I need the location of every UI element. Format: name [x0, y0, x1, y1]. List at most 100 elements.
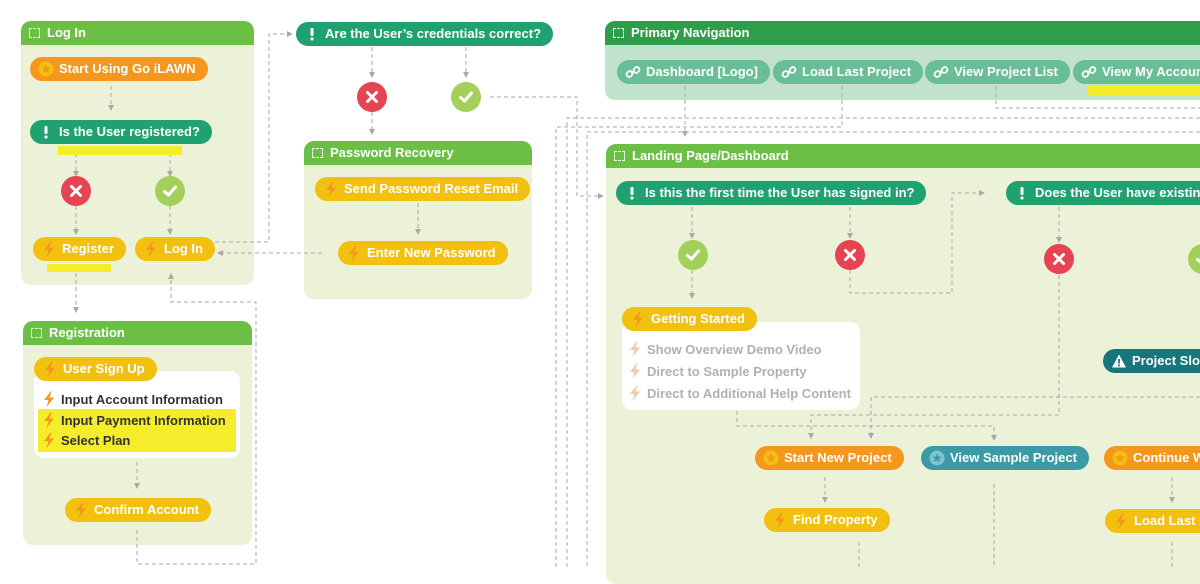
x-icon	[70, 185, 82, 197]
star-icon	[1112, 450, 1128, 466]
bolt-icon	[42, 391, 56, 407]
globe-icon	[929, 450, 945, 466]
link-icon	[781, 64, 797, 80]
no-branch[interactable]	[1044, 244, 1074, 274]
getting-started-label: Getting Started	[651, 311, 745, 326]
yes-branch[interactable]	[451, 82, 481, 112]
credentials-decision-label: Are the User’s credentials correct?	[325, 26, 542, 41]
view-sample-project-label: View Sample Project	[950, 450, 1077, 465]
link-icon	[933, 64, 949, 80]
bolt-icon	[628, 385, 642, 401]
enter-new-password-action[interactable]: Enter New Password	[338, 241, 508, 265]
nav-view-list-link[interactable]: View Project List	[925, 60, 1070, 84]
yes-branch[interactable]	[1188, 244, 1200, 274]
highlight-block	[38, 409, 236, 452]
direct-sample-item[interactable]: Direct to Sample Property	[628, 363, 807, 379]
existing-decision-label: Does the User have existing	[1035, 185, 1200, 200]
show-demo-label: Show Overview Demo Video	[647, 341, 822, 357]
yes-branch[interactable]	[155, 176, 185, 206]
link-icon	[625, 64, 641, 80]
nav-dashboard-link[interactable]: Dashboard [Logo]	[617, 60, 770, 84]
login-group-header: Log In	[21, 21, 254, 45]
warning-icon	[1111, 353, 1127, 369]
direct-sample-label: Direct to Sample Property	[647, 363, 807, 379]
project-slot-node[interactable]: Project Slo	[1103, 349, 1200, 373]
confirm-account-label: Confirm Account	[94, 502, 199, 517]
password-recovery-group: Password Recovery	[304, 141, 532, 299]
bolt-icon	[42, 432, 56, 448]
continue-work-action[interactable]: Continue W	[1104, 446, 1200, 470]
frame-icon	[614, 151, 625, 161]
exclamation-icon	[304, 26, 320, 42]
first-time-decision-label: Is this the first time the User has sign…	[645, 185, 915, 200]
direct-help-label: Direct to Additional Help Content	[647, 385, 851, 401]
yes-branch[interactable]	[678, 240, 708, 270]
getting-started-action[interactable]: Getting Started	[622, 307, 757, 331]
frame-icon	[29, 28, 40, 38]
bolt-icon	[772, 512, 788, 528]
check-icon	[1196, 258, 1200, 264]
confirm-account-action[interactable]: Confirm Account	[65, 498, 211, 522]
nav-load-last-link[interactable]: Load Last Project	[773, 60, 924, 84]
nav-view-list-label: View Project List	[954, 64, 1058, 79]
direct-help-item[interactable]: Direct to Additional Help Content	[628, 385, 851, 401]
bolt-icon	[1113, 513, 1129, 529]
exclamation-icon	[1014, 185, 1030, 201]
highlight-bar	[47, 264, 111, 272]
user-sign-up-label: User Sign Up	[63, 361, 145, 376]
first-time-decision[interactable]: Is this the first time the User has sign…	[616, 181, 927, 205]
star-icon	[763, 450, 779, 466]
bolt-icon	[73, 502, 89, 518]
no-branch[interactable]	[61, 176, 91, 206]
load-last-p-label: Load Last P	[1134, 513, 1200, 528]
continue-work-label: Continue W	[1133, 450, 1200, 465]
start-new-project-action[interactable]: Start New Project	[755, 446, 904, 470]
bolt-icon	[143, 241, 159, 257]
bolt-icon	[628, 363, 642, 379]
input-payment-item[interactable]: Input Payment Information	[42, 412, 226, 428]
bolt-icon	[41, 241, 57, 257]
login-action[interactable]: Log In	[135, 237, 215, 261]
nav-load-last-label: Load Last Project	[802, 64, 912, 79]
landing-group-header: Landing Page/Dashboard	[606, 144, 1200, 168]
login-group-title: Log In	[47, 25, 86, 40]
project-slot-label: Project Slo	[1132, 353, 1200, 368]
nav-view-account-link[interactable]: View My Account	[1073, 60, 1200, 84]
select-plan-item[interactable]: Select Plan	[42, 432, 130, 448]
check-icon	[163, 185, 177, 197]
bolt-icon	[42, 361, 58, 377]
no-branch[interactable]	[835, 240, 865, 270]
frame-icon	[312, 148, 323, 158]
frame-icon	[613, 28, 624, 38]
getting-started-card	[622, 322, 860, 410]
start-node[interactable]: Start Using Go iLAWN	[30, 57, 208, 81]
register-action[interactable]: Register	[33, 237, 127, 261]
find-property-label: Find Property	[793, 512, 878, 527]
bolt-icon	[628, 341, 642, 357]
existing-decision[interactable]: Does the User have existing	[1006, 181, 1200, 205]
find-property-action[interactable]: Find Property	[764, 508, 890, 532]
star-icon	[38, 61, 54, 77]
x-icon	[1053, 253, 1065, 265]
no-branch[interactable]	[357, 82, 387, 112]
send-reset-label: Send Password Reset Email	[344, 181, 519, 196]
show-demo-item[interactable]: Show Overview Demo Video	[628, 341, 822, 357]
start-new-project-label: Start New Project	[784, 450, 892, 465]
x-icon	[844, 249, 856, 261]
register-action-label: Register	[62, 241, 115, 256]
load-last-p-action[interactable]: Load Last P	[1105, 509, 1200, 533]
view-sample-project-action[interactable]: View Sample Project	[921, 446, 1089, 470]
is-registered-label: Is the User registered?	[59, 124, 200, 139]
bolt-icon	[630, 311, 646, 327]
user-sign-up-action[interactable]: User Sign Up	[34, 357, 157, 381]
input-account-label: Input Account Information	[61, 391, 223, 407]
password-recovery-group-header: Password Recovery	[304, 141, 532, 165]
send-reset-action[interactable]: Send Password Reset Email	[315, 177, 531, 201]
highlight-bar	[58, 146, 182, 155]
check-icon	[686, 249, 700, 261]
credentials-decision[interactable]: Are the User’s credentials correct?	[296, 22, 554, 46]
input-account-item[interactable]: Input Account Information	[42, 391, 223, 407]
is-registered-decision[interactable]: Is the User registered?	[30, 120, 212, 144]
landing-group-title: Landing Page/Dashboard	[632, 148, 789, 163]
bolt-icon	[323, 181, 339, 197]
